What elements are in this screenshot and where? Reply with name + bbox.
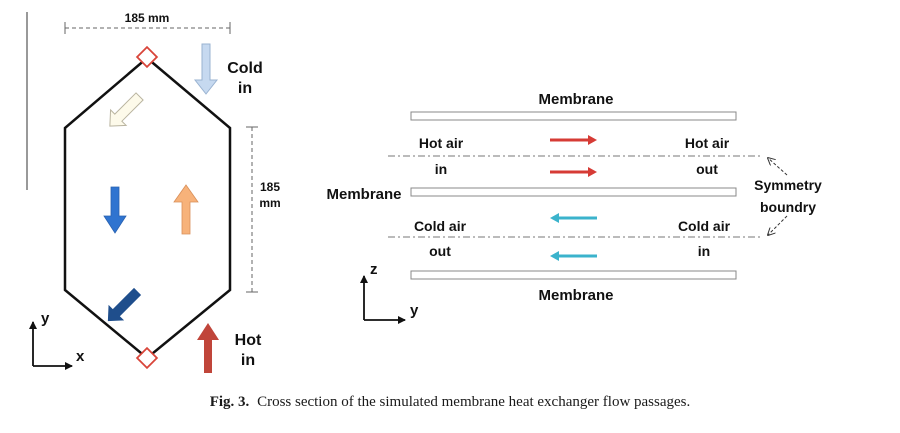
cold-air-out-label-line1: Cold air — [414, 218, 467, 234]
axis-x-label: x — [76, 348, 85, 365]
hot-air-out-label-line2: out — [696, 161, 718, 177]
orange-up-arrow-icon — [173, 184, 199, 235]
symmetry-pointer-bottom-icon — [768, 215, 788, 235]
height-dimension — [246, 126, 258, 293]
cold-air-in-label-line2: in — [698, 243, 710, 259]
membrane-bottom-label: Membrane — [538, 287, 613, 304]
width-dimension — [64, 22, 231, 34]
membrane-top-label: Membrane — [538, 91, 613, 108]
hot-flow-arrow-lower-icon — [550, 167, 597, 177]
hot-in-label-line1: Hot — [235, 332, 262, 349]
cold-in-label-line2: in — [238, 80, 252, 97]
width-label: 185 mm — [125, 11, 170, 25]
height-label-unit: mm — [259, 196, 280, 210]
bottom-corner-marker — [135, 346, 159, 370]
hot-air-out-label-line1: Hot air — [685, 135, 730, 151]
cold-air-out-label-line2: out — [429, 243, 451, 259]
figure-caption: Fig. 3. Cross section of the simulated m… — [0, 394, 900, 411]
hot-air-in-label-line2: in — [435, 161, 447, 177]
cream-flow-arrow-icon — [109, 92, 144, 127]
caption-text: Cross section of the simulated membrane … — [257, 394, 691, 410]
channel-panel: Membrane Membrane Membrane Hot air in Ho… — [326, 91, 822, 324]
hot-flow-arrow-upper-icon — [550, 135, 597, 145]
symmetry-label-line1: Symmetry — [754, 177, 822, 193]
membrane-middle-label: Membrane — [326, 186, 401, 203]
top-corner-marker — [135, 45, 159, 69]
membrane-top — [410, 111, 737, 121]
axis-y-label-left: y — [41, 310, 50, 327]
symmetry-pointer-top-icon — [768, 158, 788, 176]
xy-axes-icon — [29, 321, 73, 370]
height-label-value: 185 — [260, 180, 280, 194]
hexagon-outline — [63, 56, 232, 360]
blue-down-arrow-icon — [103, 186, 127, 234]
hot-in-label-line2: in — [241, 352, 255, 369]
hot-in-arrow-icon — [197, 323, 219, 373]
cold-in-arrow-icon — [193, 43, 219, 95]
zy-axes-icon — [360, 275, 406, 324]
cold-in-label-line1: Cold — [227, 60, 263, 77]
hot-air-in-label-line1: Hot air — [419, 135, 464, 151]
dark-blue-flow-arrow-icon — [107, 287, 142, 322]
cold-flow-arrow-upper-icon — [550, 213, 597, 223]
axis-z-label: z — [370, 261, 378, 278]
cold-flow-arrow-lower-icon — [550, 251, 597, 261]
membrane-middle — [410, 187, 737, 197]
axis-y-label-right: y — [410, 302, 419, 319]
hexagon-panel: 185 mm 185 mm Cold in Hot — [29, 11, 281, 373]
membrane-bottom — [410, 270, 737, 280]
symmetry-label-line2: boundry — [760, 199, 816, 215]
cold-air-in-label-line1: Cold air — [678, 218, 731, 234]
caption-label: Fig. 3. — [209, 394, 250, 410]
